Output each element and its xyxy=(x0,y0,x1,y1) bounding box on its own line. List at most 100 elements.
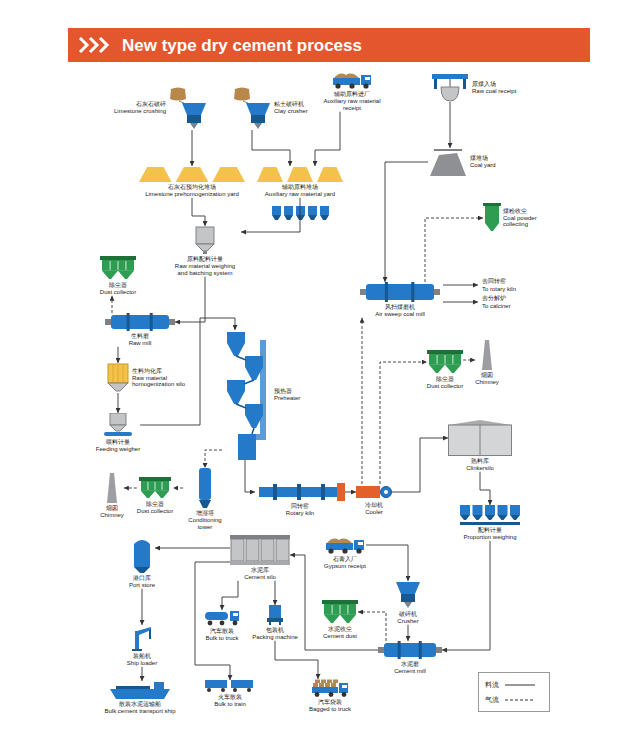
bin-cone xyxy=(473,515,483,520)
node-label: 包装机 xyxy=(252,627,298,634)
node-label: 粘土破碎机 xyxy=(274,101,308,108)
feed-line xyxy=(243,101,248,103)
truck-wheel xyxy=(363,83,368,88)
equipment-node: 粘土破碎机Clay crusher xyxy=(232,86,308,130)
collector-rib xyxy=(155,482,156,490)
label-block: 辅助原料堆场Auxiliary raw material yard xyxy=(265,184,335,198)
destination-label: 去分解炉 xyxy=(482,295,506,302)
label-block: 粘土破碎机Clay crusher xyxy=(274,101,308,115)
material-sack xyxy=(170,88,186,101)
bin-cone xyxy=(272,215,329,220)
node-label: Dust collector xyxy=(427,383,463,390)
crusher-outlet xyxy=(190,123,198,129)
bin xyxy=(498,505,508,515)
legend-line xyxy=(505,699,535,700)
node-label: 煤粉收尘 xyxy=(503,208,559,215)
node-label: 石膏入厂 xyxy=(324,556,366,563)
mill-ring xyxy=(127,313,130,331)
csilo-icon xyxy=(230,535,290,565)
material-flow-line xyxy=(275,581,276,605)
cement-bag xyxy=(325,683,330,687)
node-label: Bulk to train xyxy=(214,701,246,708)
label-block: 石灰石破碎Limestone crushing xyxy=(114,101,166,115)
equipment-node: 汽车袋装Bagged to truck xyxy=(309,679,351,713)
stockpile xyxy=(257,167,283,182)
material-flow-line xyxy=(442,541,490,650)
collector-hopper xyxy=(141,491,155,498)
mill-bearing xyxy=(360,289,366,295)
equipment-node: 水泥磨Cement mill xyxy=(378,641,442,675)
node-label: Air sweep coal mill xyxy=(375,311,425,318)
node-label: 烟囱 xyxy=(475,372,499,379)
node-label: 水泥库 xyxy=(244,567,276,574)
equipment-node: 散装水泥运输船Bulk cement transport ship xyxy=(104,681,175,715)
bin-cone xyxy=(460,515,470,520)
silo-dome xyxy=(134,540,150,544)
bagfilter-icon xyxy=(483,203,501,233)
truck-icon xyxy=(332,71,372,89)
stockpile xyxy=(176,167,209,182)
stockpile xyxy=(287,167,313,182)
tanker xyxy=(205,612,228,620)
equipment-node: 生料均化库Raw material homogenization silo xyxy=(106,363,190,393)
dtruck-icon xyxy=(205,610,239,626)
equipment-node: 煤粉收尘Coal powder collecting xyxy=(483,203,559,233)
node-label: 汽车散装 xyxy=(205,628,238,635)
node-label: Rotary kiln xyxy=(286,510,314,517)
material-flow-line xyxy=(142,667,143,681)
gas-flow-line xyxy=(205,450,222,468)
crane-leg xyxy=(463,79,466,89)
collector-rib xyxy=(110,261,111,270)
node-label: Coal powder collecting xyxy=(503,215,559,229)
equipment-node: 冷却机Cooler xyxy=(356,484,392,516)
ship-deck xyxy=(116,686,150,689)
wheel xyxy=(207,688,211,692)
silo-stripe xyxy=(123,365,124,382)
material-flow-line xyxy=(118,347,119,363)
train-icon xyxy=(205,680,255,692)
kiln-hood xyxy=(337,483,345,501)
equipment-node: 除尘器Dust collector xyxy=(427,350,463,390)
node-label: Clinkersilo xyxy=(466,465,494,472)
node-label: 除尘器 xyxy=(427,376,463,383)
silo-body xyxy=(134,544,150,567)
equipment-node: 喂料计量Feeding weigher xyxy=(96,413,140,453)
equipment-node: 水泥收尘Cement dust xyxy=(322,600,358,640)
node-label: 火车散装 xyxy=(214,694,246,701)
collector-rib xyxy=(118,261,119,270)
cyclone-body xyxy=(227,380,245,391)
equipment-node: 港口库Port store xyxy=(129,537,155,589)
collector-hopper xyxy=(102,271,118,279)
gas-flow-line xyxy=(425,218,483,282)
equipment-node: 石膏入厂Gypsum receipt xyxy=(324,536,366,570)
truck-load xyxy=(334,74,359,78)
node-label: Limestone crushing xyxy=(114,108,166,115)
material-flow-line xyxy=(290,555,378,650)
collector-rib xyxy=(347,605,348,614)
crane-rope xyxy=(450,79,451,87)
silo-outlet xyxy=(203,251,207,254)
silo-cone xyxy=(110,425,126,431)
material-flow-line xyxy=(480,472,490,505)
label-block: 除尘器Dust collector xyxy=(100,282,136,296)
packer-body xyxy=(269,605,281,618)
node-label: 喂料计量 xyxy=(96,439,140,446)
node-label: 水泥收尘 xyxy=(323,626,357,633)
node-label: Chimney xyxy=(475,379,499,386)
chimney-icon xyxy=(482,340,492,370)
node-label: 石灰石破碎 xyxy=(114,101,166,108)
equipment-node: 风扫煤磨机Air sweep coal mill xyxy=(360,282,440,318)
truck-load xyxy=(327,539,352,543)
legend-sample xyxy=(505,682,535,688)
node-label: 生料均化库 xyxy=(132,368,190,375)
legend-box: 料流气流 xyxy=(478,672,550,712)
fan-hub xyxy=(384,490,388,494)
destination-label: To rotary kiln xyxy=(482,286,516,293)
silo-cone xyxy=(134,567,150,573)
material-flow-line xyxy=(241,198,300,232)
collector-rib xyxy=(147,482,148,490)
bin xyxy=(272,206,281,215)
ship-hull xyxy=(110,689,170,699)
